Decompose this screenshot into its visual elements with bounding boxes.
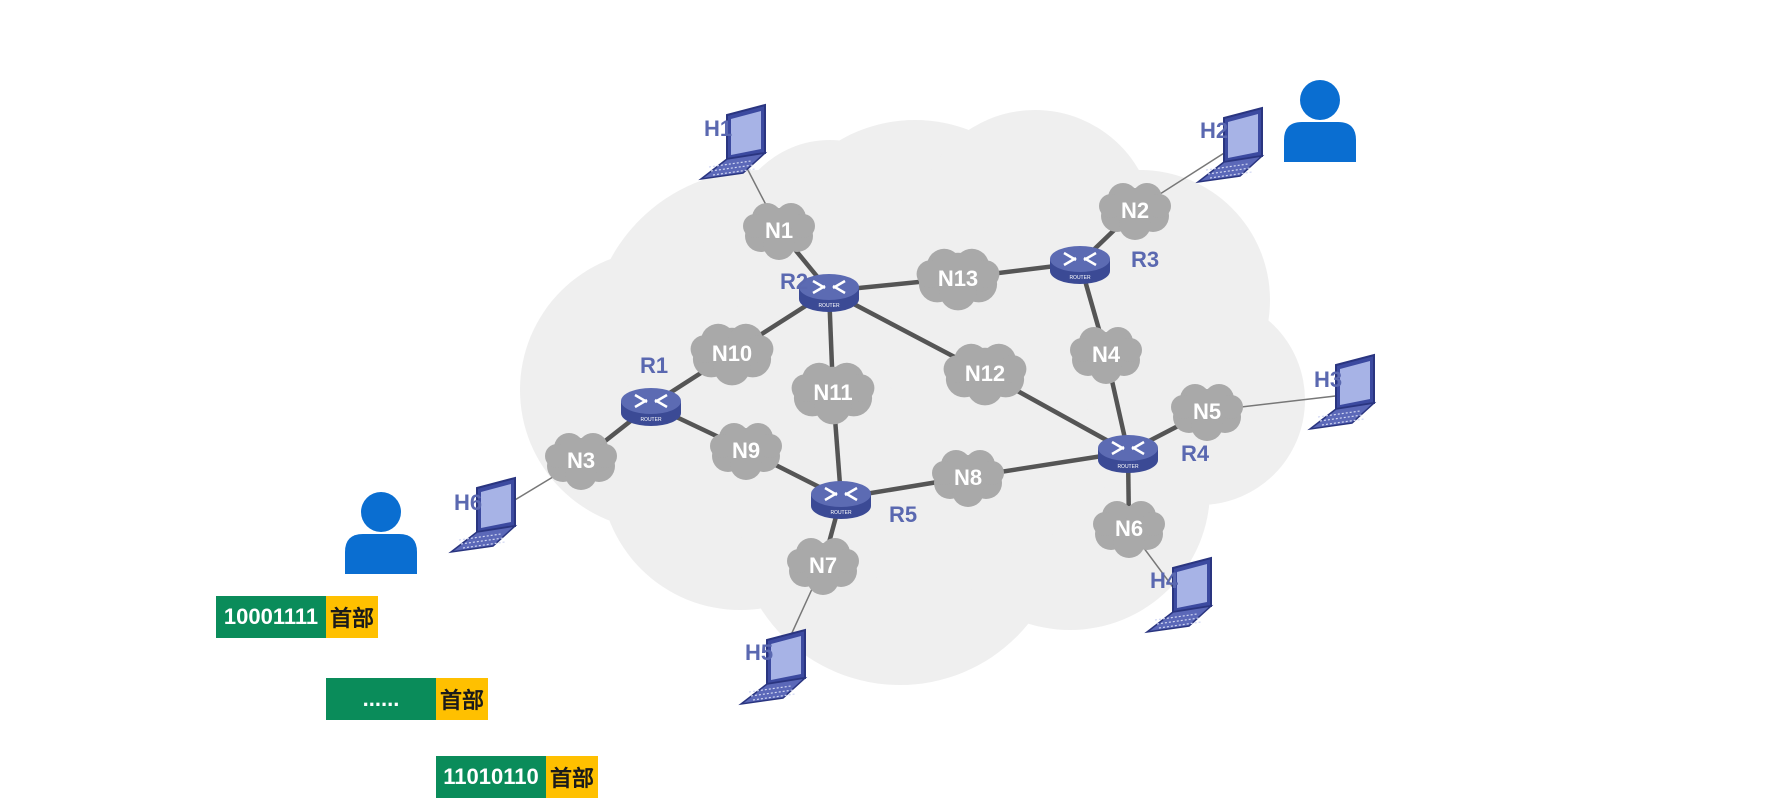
host-label: H6 <box>454 490 482 515</box>
router-r2: ROUTER <box>799 274 859 312</box>
laptop-icon-h3 <box>1307 353 1377 431</box>
router-arrow <box>1083 256 1097 267</box>
packet-2: ...... 首部 <box>326 678 488 720</box>
router-arrow <box>1131 445 1145 456</box>
laptop-icon-h6 <box>448 476 518 554</box>
network-label: N7 <box>809 553 837 578</box>
network-label: N3 <box>567 448 595 473</box>
router-arrow <box>1063 256 1077 267</box>
laptop-icon-h5 <box>738 628 808 706</box>
network-label: N2 <box>1121 198 1149 223</box>
router-badge: ROUTER <box>818 303 840 309</box>
network-label: N5 <box>1193 399 1221 424</box>
laptop-icon-h2 <box>1195 106 1265 184</box>
network-cloud-n7: N7 <box>787 538 859 595</box>
router-arrow <box>634 398 648 409</box>
network-label: N11 <box>813 380 852 405</box>
router-badge: ROUTER <box>830 510 852 516</box>
packet-1: 10001111 首部 <box>216 596 378 638</box>
network-label: N6 <box>1115 516 1143 541</box>
network-cloud-n6: N6 <box>1093 501 1165 558</box>
router-badge: ROUTER <box>1069 275 1091 281</box>
network-cloud-n1: N1 <box>743 203 815 260</box>
packet-header: 首部 <box>436 678 488 720</box>
host-label: H5 <box>745 640 773 665</box>
router-arrow <box>654 398 668 409</box>
laptop-icon-h1 <box>698 103 768 181</box>
network-label: N8 <box>954 465 982 490</box>
router-r1: ROUTER <box>621 388 681 426</box>
router-arrow <box>844 491 858 502</box>
network-cloud-n8: N8 <box>932 450 1004 507</box>
router-label: R3 <box>1131 247 1159 272</box>
network-cloud-n13: N13 <box>916 248 1000 311</box>
router-r5: ROUTER <box>811 481 871 519</box>
network-cloud-n9: N9 <box>710 423 782 480</box>
router-arrow <box>824 491 838 502</box>
router-badge: ROUTER <box>1117 464 1139 470</box>
network-cloud-n12: N12 <box>943 343 1027 406</box>
host-label: H3 <box>1314 367 1342 392</box>
router-label: R2 <box>780 269 808 294</box>
network-label: N10 <box>712 341 752 366</box>
router-label: R4 <box>1181 441 1210 466</box>
packet-payload: 10001111 <box>216 596 326 638</box>
network-cloud-n10: N10 <box>690 323 774 386</box>
network-label: N4 <box>1092 342 1121 367</box>
network-cloud-n3: N3 <box>545 433 617 490</box>
router-arrow <box>832 284 846 295</box>
network-cloud-n4: N4 <box>1070 327 1142 384</box>
network-cloud-n2: N2 <box>1099 183 1171 240</box>
router-r4: ROUTER <box>1098 435 1158 473</box>
packet-3: 11010110 首部 <box>436 756 598 798</box>
network-label: N12 <box>965 361 1005 386</box>
network-label: N13 <box>938 266 978 291</box>
user-icon-sender <box>345 492 417 574</box>
user-icon-receiver <box>1284 80 1356 162</box>
router-r3: ROUTER <box>1050 246 1110 284</box>
router-label: R5 <box>889 502 917 527</box>
laptop-icon-h4 <box>1144 556 1214 634</box>
packet-header: 首部 <box>546 756 598 798</box>
host-label: H1 <box>704 116 732 141</box>
packet-header: 首部 <box>326 596 378 638</box>
host-label: H2 <box>1200 118 1228 143</box>
packet-payload: 11010110 <box>436 756 546 798</box>
router-badge: ROUTER <box>640 417 662 423</box>
host-label: H4 <box>1150 568 1179 593</box>
packet-payload: ...... <box>326 678 436 720</box>
network-cloud-n11: N11 <box>791 362 875 425</box>
router-label: R1 <box>640 353 668 378</box>
network-cloud-n5: N5 <box>1171 384 1243 441</box>
router-arrow <box>1111 445 1125 456</box>
network-label: N1 <box>765 218 793 243</box>
network-label: N9 <box>732 438 760 463</box>
router-arrow <box>812 284 826 295</box>
